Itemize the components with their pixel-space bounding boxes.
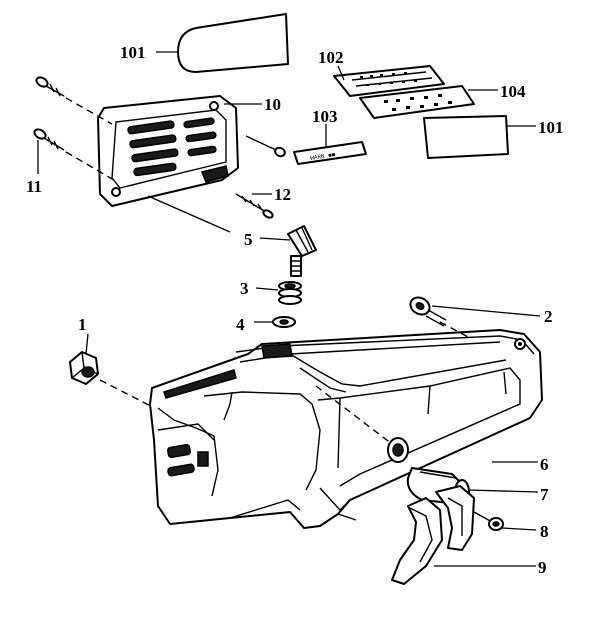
leader-1	[85, 333, 89, 355]
leader-3	[255, 287, 279, 291]
label-6: 6	[540, 455, 549, 474]
axis-screw-lower	[65, 151, 115, 181]
part-3-spring	[278, 281, 302, 305]
label-1: 1	[78, 315, 87, 334]
part-9-lever	[391, 485, 475, 585]
part-11-screw-lower	[33, 128, 65, 151]
label-7: 7	[540, 485, 549, 504]
label-3: 3	[240, 279, 249, 298]
label-12: 12	[274, 185, 291, 204]
part-6-side-cover	[149, 329, 543, 529]
leader-7	[467, 489, 539, 493]
label-9: 9	[538, 558, 547, 577]
label-10: 10	[264, 95, 281, 114]
label-101a: 101	[120, 43, 146, 62]
part-screw-cover-right	[245, 135, 286, 158]
axis-screw-upper	[65, 97, 113, 125]
part-1-nut	[69, 351, 99, 385]
part-103-nameplate: WARN ■■	[293, 141, 367, 165]
part-101-right-label	[423, 115, 509, 159]
part-104-decal	[359, 85, 475, 119]
label-101b: 101	[538, 118, 564, 137]
part-12-stud	[235, 193, 274, 219]
part-8-screw	[473, 511, 504, 531]
label-104: 104	[500, 82, 526, 101]
leader-8	[501, 527, 537, 531]
svg-text:WARN ■■: WARN ■■	[310, 151, 336, 161]
label-11: 11	[26, 177, 42, 196]
leader-2	[431, 305, 541, 317]
leader-5	[259, 237, 291, 241]
part-10-cover	[97, 95, 239, 207]
part-102-decal	[333, 65, 445, 97]
guide-line-cover	[147, 195, 231, 233]
part-4-washer	[272, 316, 296, 328]
label-102: 102	[318, 48, 344, 67]
axis-center	[315, 385, 393, 445]
label-5: 5	[244, 230, 253, 249]
label-8: 8	[540, 522, 549, 541]
label-4: 4	[236, 315, 245, 334]
label-2: 2	[544, 307, 553, 326]
part-2-bolt	[409, 296, 447, 327]
label-103: 103	[312, 107, 338, 126]
part-11-screw-upper	[35, 76, 65, 97]
part-101-top-label	[177, 13, 289, 73]
leader-102	[337, 65, 345, 81]
axis-bolt	[439, 321, 471, 339]
part-5-knob	[287, 225, 317, 277]
